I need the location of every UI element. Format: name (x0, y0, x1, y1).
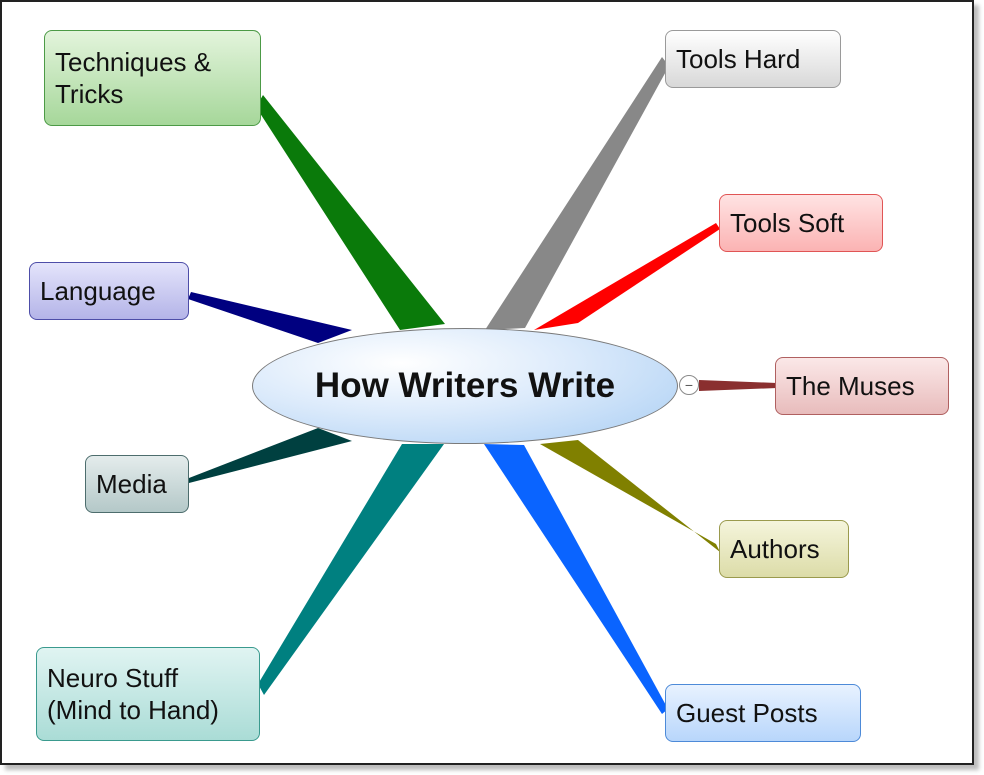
node-language[interactable]: Language (29, 262, 189, 320)
branch-line-tools-hard (485, 57, 669, 330)
node-label-tools-hard: Tools Hard (676, 43, 801, 74)
branch-line-language (188, 292, 352, 343)
node-techniques[interactable]: Techniques & Tricks (44, 30, 261, 126)
branch-line-guest-posts (484, 444, 668, 714)
node-tools-hard[interactable]: Tools Hard (665, 30, 841, 88)
branch-line-tools-soft (534, 223, 720, 330)
collapse-glyph: − (684, 377, 694, 393)
node-media[interactable]: Media (85, 455, 189, 513)
node-authors[interactable]: Authors (719, 520, 849, 578)
branch-line-the-muses (699, 380, 777, 391)
node-neuro[interactable]: Neuro Stuff (Mind to Hand) (36, 647, 260, 741)
node-label-neuro: Neuro Stuff (Mind to Hand) (47, 662, 219, 726)
node-label-tools-soft: Tools Soft (730, 207, 845, 238)
central-topic-label: How Writers Write (314, 366, 616, 405)
node-label-language: Language (40, 275, 156, 306)
node-label-techniques: Techniques & Tricks (55, 46, 212, 110)
node-label-the-muses: The Muses (786, 370, 915, 401)
node-label-guest-posts: Guest Posts (676, 697, 818, 728)
node-tools-soft[interactable]: Tools Soft (719, 194, 883, 252)
node-label-media: Media (96, 468, 167, 499)
node-the-muses[interactable]: The Muses (775, 357, 949, 415)
branch-line-techniques (256, 95, 445, 330)
branch-line-neuro (258, 444, 444, 695)
node-guest-posts[interactable]: Guest Posts (665, 684, 861, 742)
central-topic[interactable]: How Writers Write (252, 328, 678, 444)
node-label-authors: Authors (730, 533, 820, 564)
collapse-toggle-icon[interactable]: − (679, 375, 699, 395)
branch-line-media (189, 428, 352, 483)
branch-line-authors (540, 440, 720, 552)
